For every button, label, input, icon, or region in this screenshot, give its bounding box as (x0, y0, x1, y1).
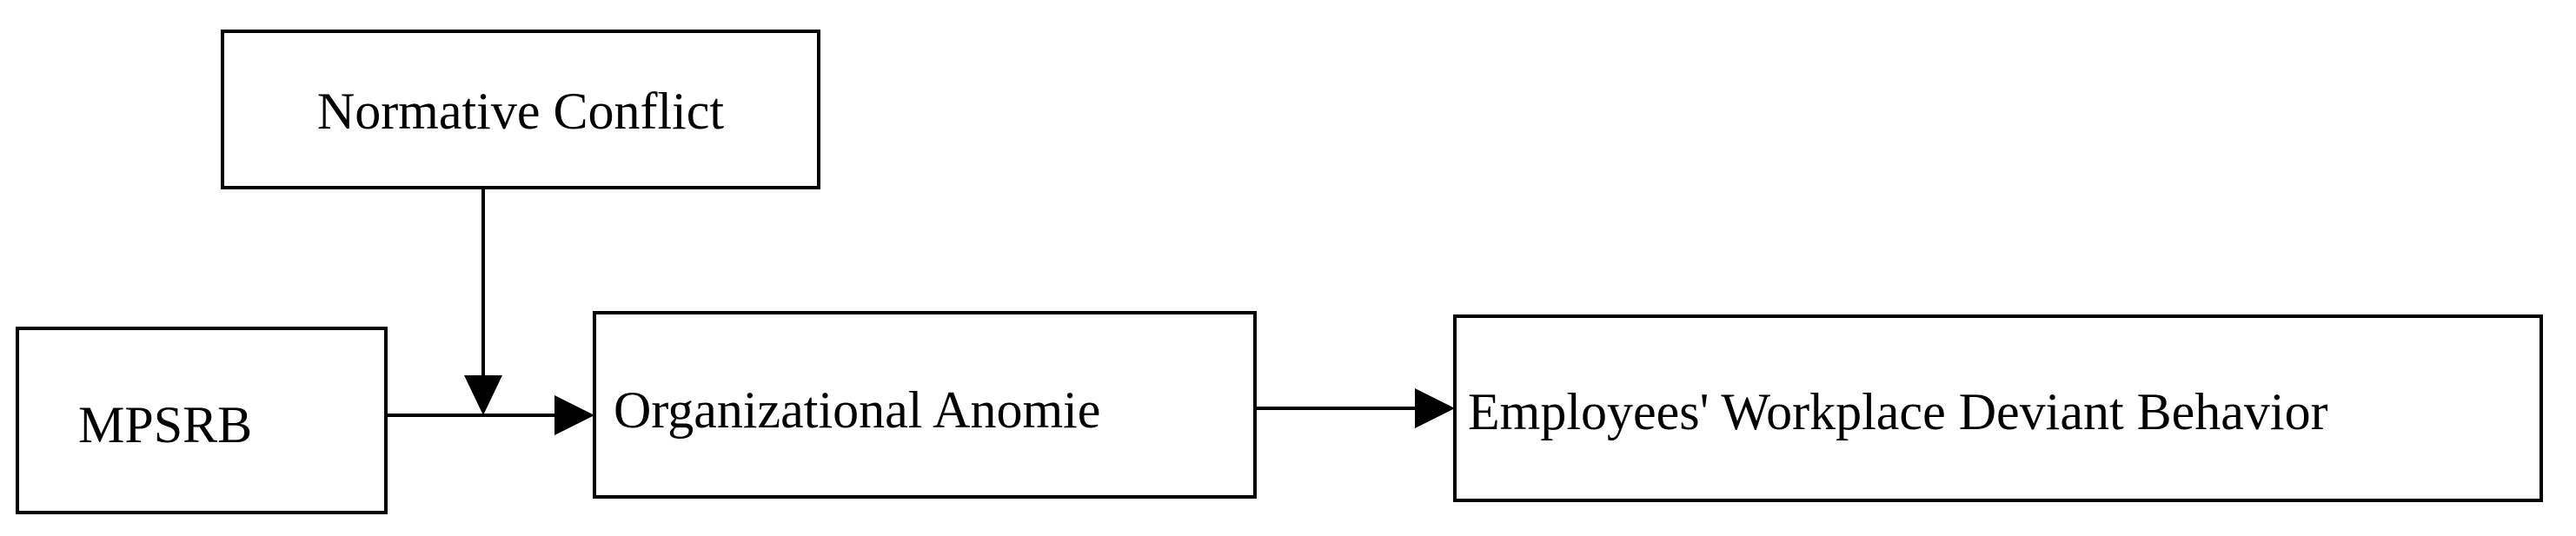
arrow-anomie-to-deviant-behavior (1255, 388, 1455, 428)
node-deviant-behavior: Employees' Workplace Deviant Behavior (1453, 314, 2543, 502)
node-normative-conflict-label: Normative Conflict (317, 83, 725, 140)
node-mpsrb: MPSRB (16, 327, 388, 514)
node-deviant-behavior-label: Employees' Workplace Deviant Behavior (1468, 383, 2328, 440)
arrow-mpsrb-to-anomie (386, 395, 594, 435)
arrow-normative-conflict-moderation (464, 188, 502, 415)
node-normative-conflict: Normative Conflict (221, 30, 820, 189)
node-organizational-anomie-label: Organizational Anomie (614, 381, 1100, 439)
node-organizational-anomie: Organizational Anomie (593, 311, 1257, 499)
node-mpsrb-label: MPSRB (78, 396, 252, 453)
